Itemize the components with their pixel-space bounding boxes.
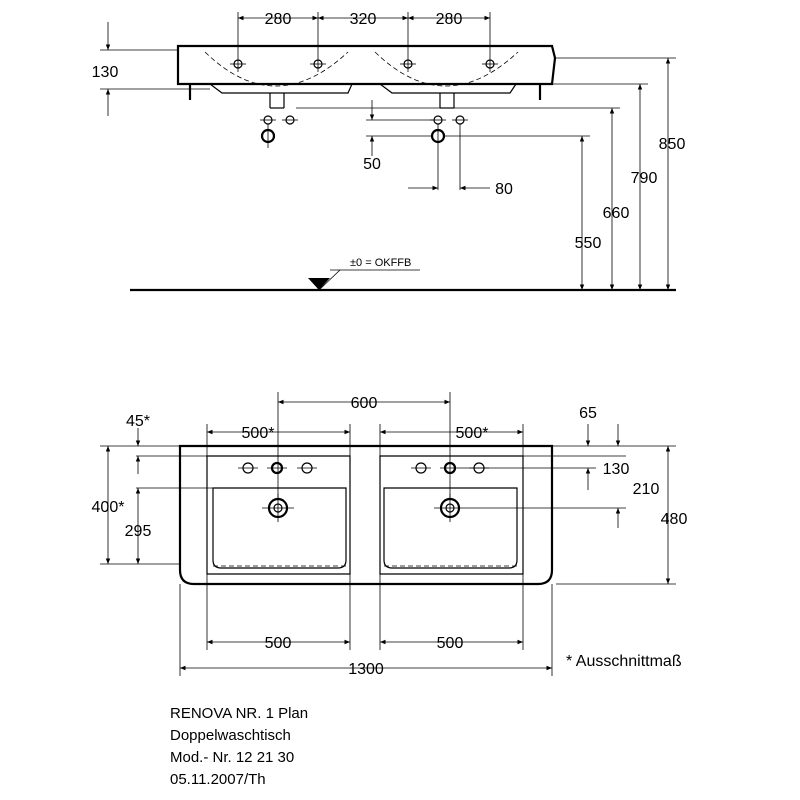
dim-130-right: 130 xyxy=(603,461,630,478)
dim-500-bowl-right: 500 xyxy=(437,635,464,652)
dim-130-left-group: 130 xyxy=(92,22,210,116)
dim-45-group: 45* xyxy=(126,413,207,474)
title-product-type: Doppelwaschtisch xyxy=(170,727,291,744)
dim-320: 320 xyxy=(350,11,377,28)
dim-295: 295 xyxy=(125,523,152,540)
dim-600-group: 600 xyxy=(277,392,451,500)
dim-600: 600 xyxy=(351,395,378,412)
top-dimension-chain: 280 320 280 xyxy=(237,11,491,56)
supply-connections xyxy=(260,115,468,190)
dim-80: 80 xyxy=(495,181,513,198)
floor-line: ±0 = OKFFB xyxy=(130,257,676,292)
dim-850: 850 xyxy=(659,136,686,153)
dim-790: 790 xyxy=(631,170,658,187)
dim-1300: 1300 xyxy=(348,661,384,678)
dim-280-left: 280 xyxy=(265,11,292,28)
outlet-dims: 50 80 xyxy=(363,100,513,198)
dim-660: 660 xyxy=(603,205,630,222)
dim-500-bowl-left: 500 xyxy=(265,635,292,652)
dim-50: 50 xyxy=(363,156,381,173)
cutout-dims: 500* 500* xyxy=(206,424,524,456)
dim-65: 65 xyxy=(579,405,597,422)
height-dims: 550 660 790 850 xyxy=(296,57,686,290)
right-depth-dims: 65 130 210 480 xyxy=(460,405,688,585)
top-view: 600 500* 500* 45* 400* xyxy=(92,392,688,678)
dim-210: 210 xyxy=(633,481,660,498)
basin-plan-outline xyxy=(178,444,554,586)
cutout-footnote: * Ausschnittmaß xyxy=(566,653,682,670)
left-depth-dims: 400* 295 xyxy=(92,445,213,565)
floor-reference-label: ±0 = OKFFB xyxy=(350,257,411,269)
dim-280-right: 280 xyxy=(436,11,463,28)
title-model-name: RENOVA NR. 1 Plan xyxy=(170,705,308,722)
dim-400: 400* xyxy=(92,499,125,516)
tap-hole-marks xyxy=(230,56,498,72)
bottom-dims: 500 500 1300 xyxy=(179,574,553,678)
title-model-number: Mod.- Nr. 12 21 30 xyxy=(170,749,294,766)
title-block: RENOVA NR. 1 Plan Doppelwaschtisch Mod.-… xyxy=(170,705,308,788)
dim-130-left: 130 xyxy=(92,64,119,81)
dim-500-cutout-left: 500* xyxy=(242,425,275,442)
dim-550: 550 xyxy=(575,235,602,252)
tap-holes-plan xyxy=(238,461,489,522)
dim-480: 480 xyxy=(661,511,688,528)
side-view: 280 320 280 130 50 80 xyxy=(92,11,686,292)
title-date: 05.11.2007/Th xyxy=(170,771,266,788)
dim-500-cutout-right: 500* xyxy=(456,425,489,442)
dim-45: 45* xyxy=(126,413,150,430)
